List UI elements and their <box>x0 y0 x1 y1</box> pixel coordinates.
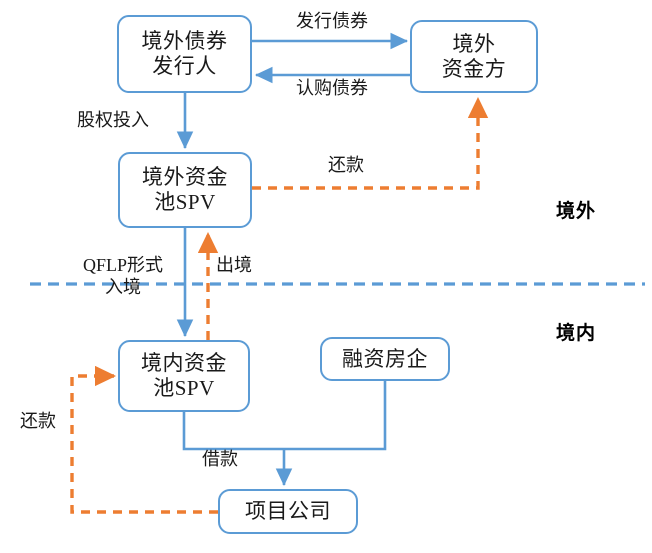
edge-label-outbound: 出境 <box>216 255 252 275</box>
edge-label-repayment-onshore: 还款 <box>20 411 56 431</box>
zone-label-onshore: 境内 <box>556 323 597 344</box>
zone-label-offshore: 境外 <box>556 201 597 222</box>
node-financing-developer[interactable]: 融资房企 <box>320 337 450 381</box>
edge-label-repayment-offshore: 还款 <box>328 155 364 175</box>
node-onshore-pool-spv[interactable]: 境内资金 池SPV <box>118 340 250 412</box>
edge-label-subscribe-bond: 认购债券 <box>296 78 368 98</box>
edge-label-qflp-inbound: QFLP形式 入境 <box>82 255 163 297</box>
edge-label-loan: 借款 <box>202 449 238 469</box>
node-offshore-bond-issuer[interactable]: 境外债券 发行人 <box>117 15 252 93</box>
edge-label-equity-injection: 股权投入 <box>77 110 149 130</box>
edge-label-issue-bond: 发行债券 <box>296 11 368 31</box>
node-project-company[interactable]: 项目公司 <box>218 489 358 534</box>
node-offshore-pool-spv[interactable]: 境外资金 池SPV <box>118 152 252 228</box>
node-offshore-funder[interactable]: 境外 资金方 <box>410 20 538 93</box>
